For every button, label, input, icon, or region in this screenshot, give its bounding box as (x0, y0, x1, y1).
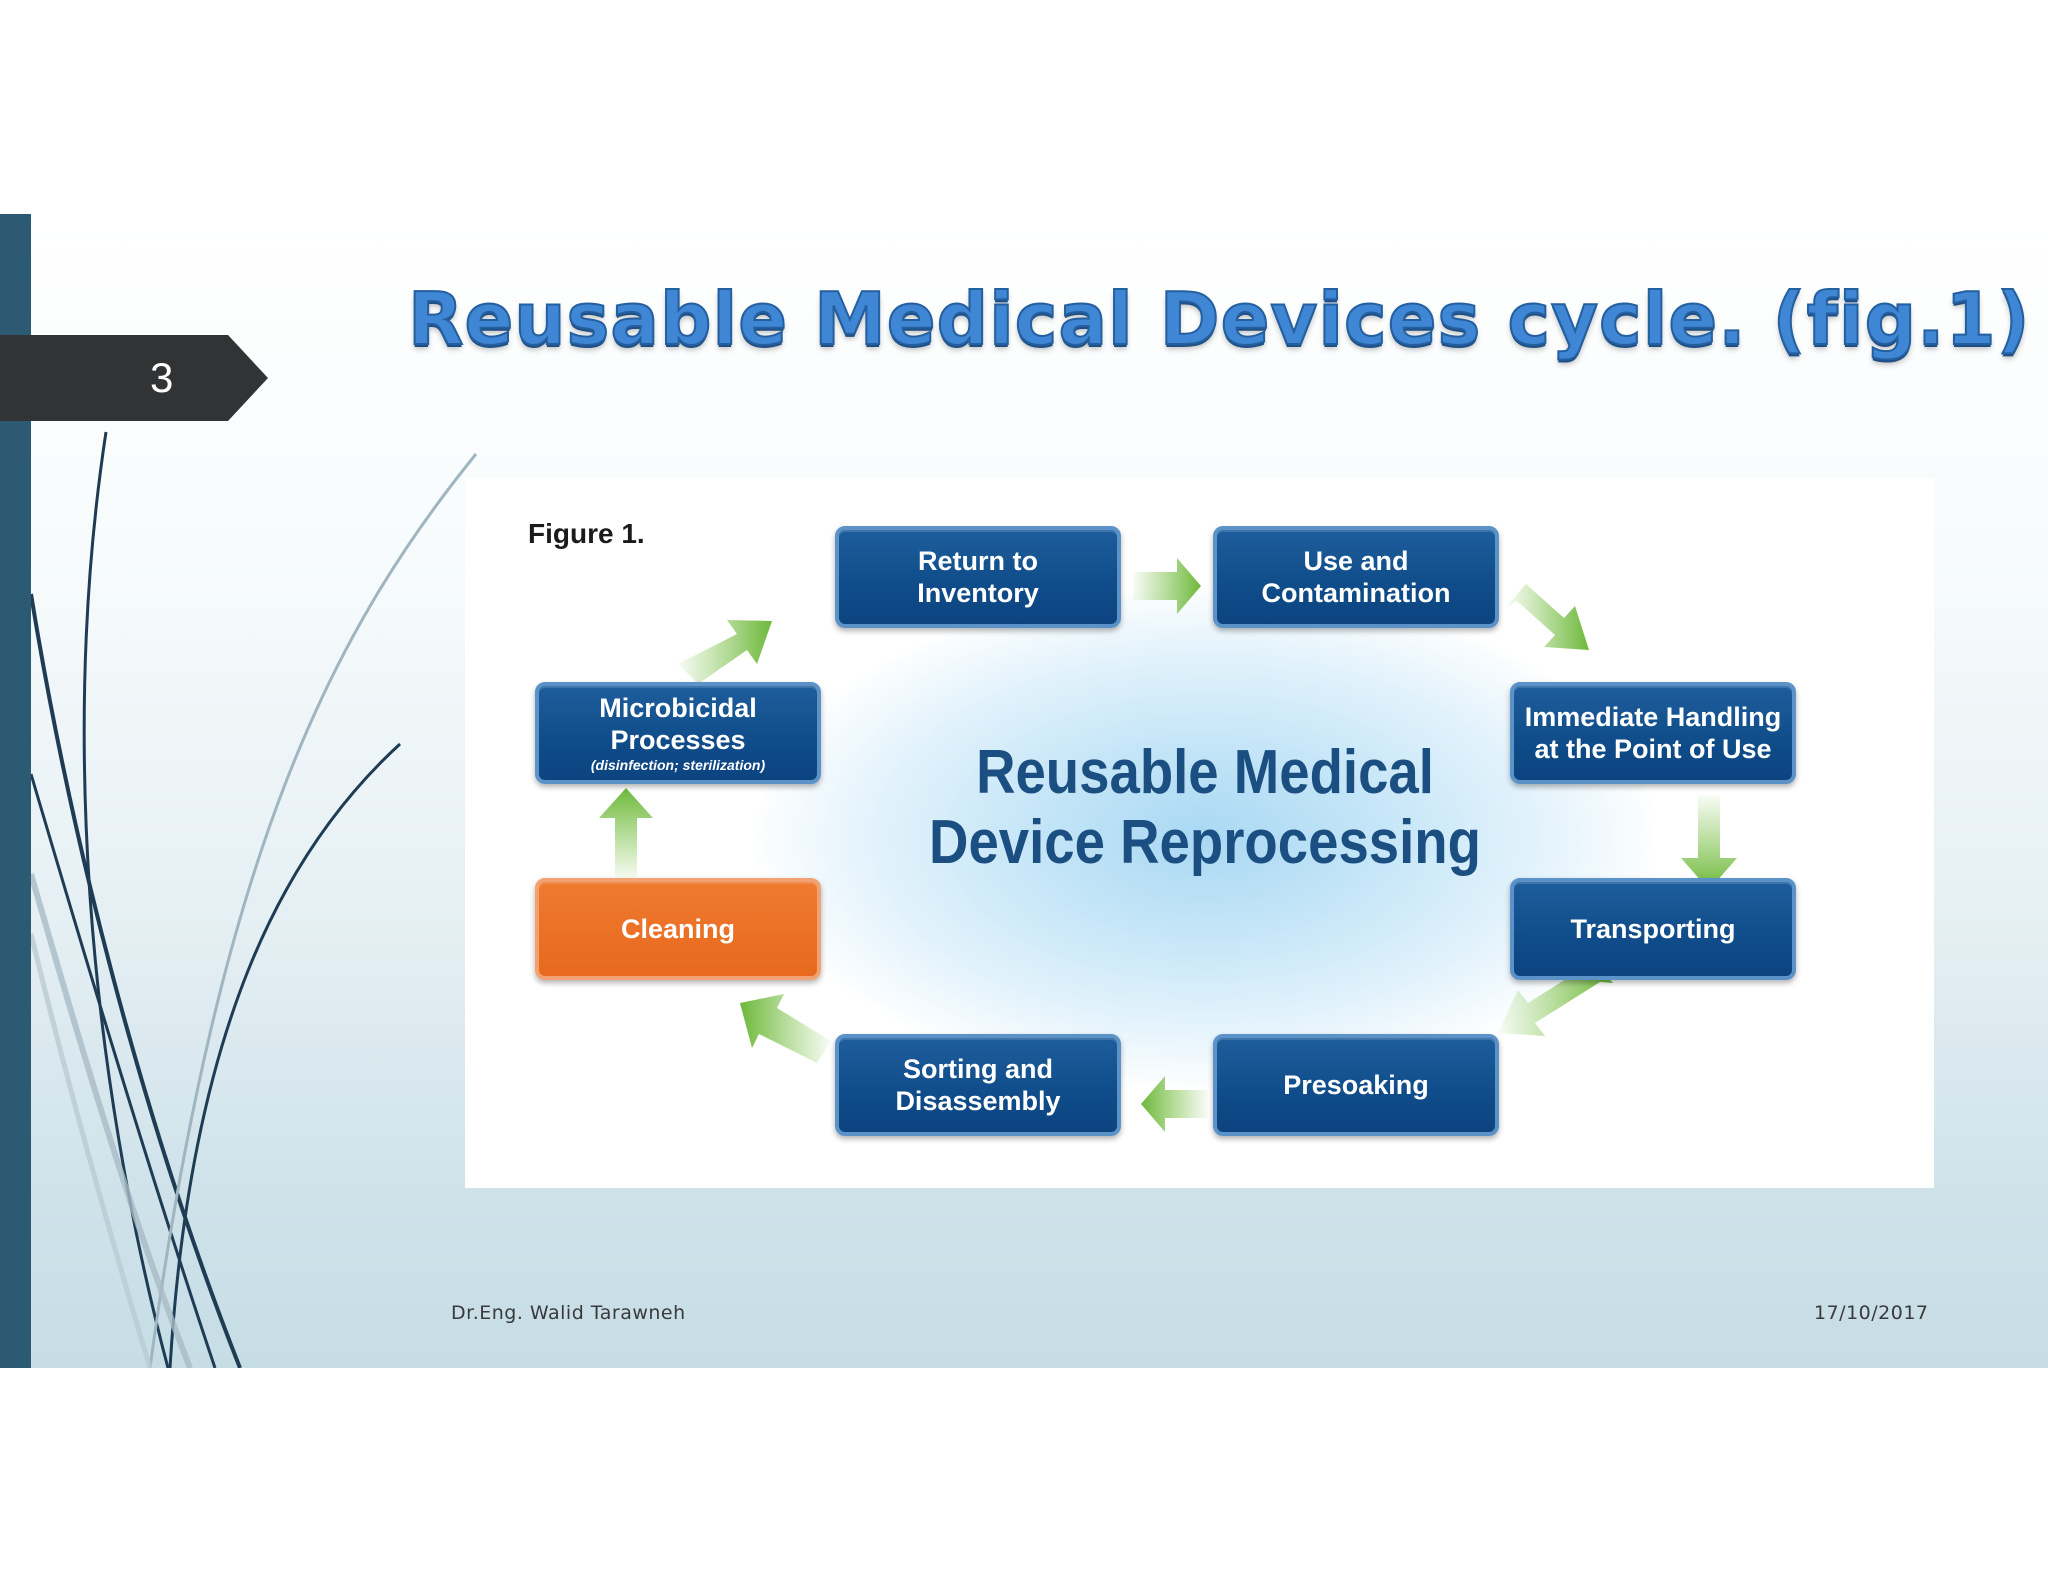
node-label-line1: Use and (1303, 546, 1409, 576)
node-label-line1: Cleaning (620, 914, 735, 944)
cycle-arrows (599, 558, 1737, 1132)
cycle-diagram: Figure 1. Reusable Medical Device Reproc… (465, 478, 1934, 1188)
arrow-down-left (1498, 962, 1613, 1036)
decorative-swooshes (28, 431, 478, 1368)
node-return-to-inventory: Return to Inventory (835, 526, 1121, 628)
slide-number: 3 (150, 354, 174, 401)
center-glow (755, 588, 1655, 1088)
center-title-line2: Device Reprocessing (929, 808, 1481, 877)
node-immediate-handling: Immediate Handling at the Point of Use (1510, 682, 1796, 784)
arrow-down-right (1506, 584, 1589, 650)
node-note: (disinfection; sterilization) (590, 757, 766, 773)
center-title: Reusable Medical Device Reprocessing (897, 738, 1513, 878)
node-cleaning: Cleaning (535, 878, 821, 980)
node-label-line2: Contamination (1261, 578, 1451, 608)
node-microbicidal-processes: Microbicidal Processes (disinfection; st… (535, 682, 821, 784)
node-presoaking: Presoaking (1213, 1034, 1499, 1136)
node-label-line2: Disassembly (895, 1086, 1061, 1116)
node-label-line1: Presoaking (1283, 1070, 1429, 1100)
node-transporting: Transporting (1510, 878, 1796, 980)
node-label-line2: Processes (610, 725, 746, 755)
node-label-line1: Sorting and (903, 1054, 1053, 1084)
arrow-up-left-side (599, 788, 653, 881)
footer-date: 17/10/2017 (1814, 1302, 1929, 1324)
node-sorting-and-disassembly: Sorting and Disassembly (835, 1034, 1121, 1136)
node-label-line1: Microbicidal (599, 693, 757, 723)
footer-author: Dr.Eng. Walid Tarawneh (451, 1302, 686, 1324)
node-label-line2: Inventory (917, 578, 1039, 608)
arrow-up-right (678, 620, 772, 684)
slide-title: Reusable Medical Devices cycle. (fig.1) (407, 276, 2031, 362)
arrow-up-left (740, 994, 831, 1063)
node-label-line1: Return to (918, 546, 1038, 576)
center-title-line1: Reusable Medical (976, 738, 1434, 807)
slide-number-tab: 3 (0, 335, 268, 421)
node-label-line2: at the Point of Use (1534, 734, 1772, 764)
node-use-and-contamination: Use and Contamination (1213, 526, 1499, 628)
arrow-down-right-side (1681, 795, 1737, 890)
arrow-right-top (1133, 558, 1201, 614)
figure-label: Figure 1. (528, 518, 645, 549)
slide: 3 Reusable Medical Devices cycle. (fig.1… (0, 214, 2048, 1368)
node-label-line1: Immediate Handling (1524, 702, 1782, 732)
node-label-line1: Transporting (1570, 914, 1736, 944)
arrow-left-bottom (1141, 1076, 1208, 1132)
